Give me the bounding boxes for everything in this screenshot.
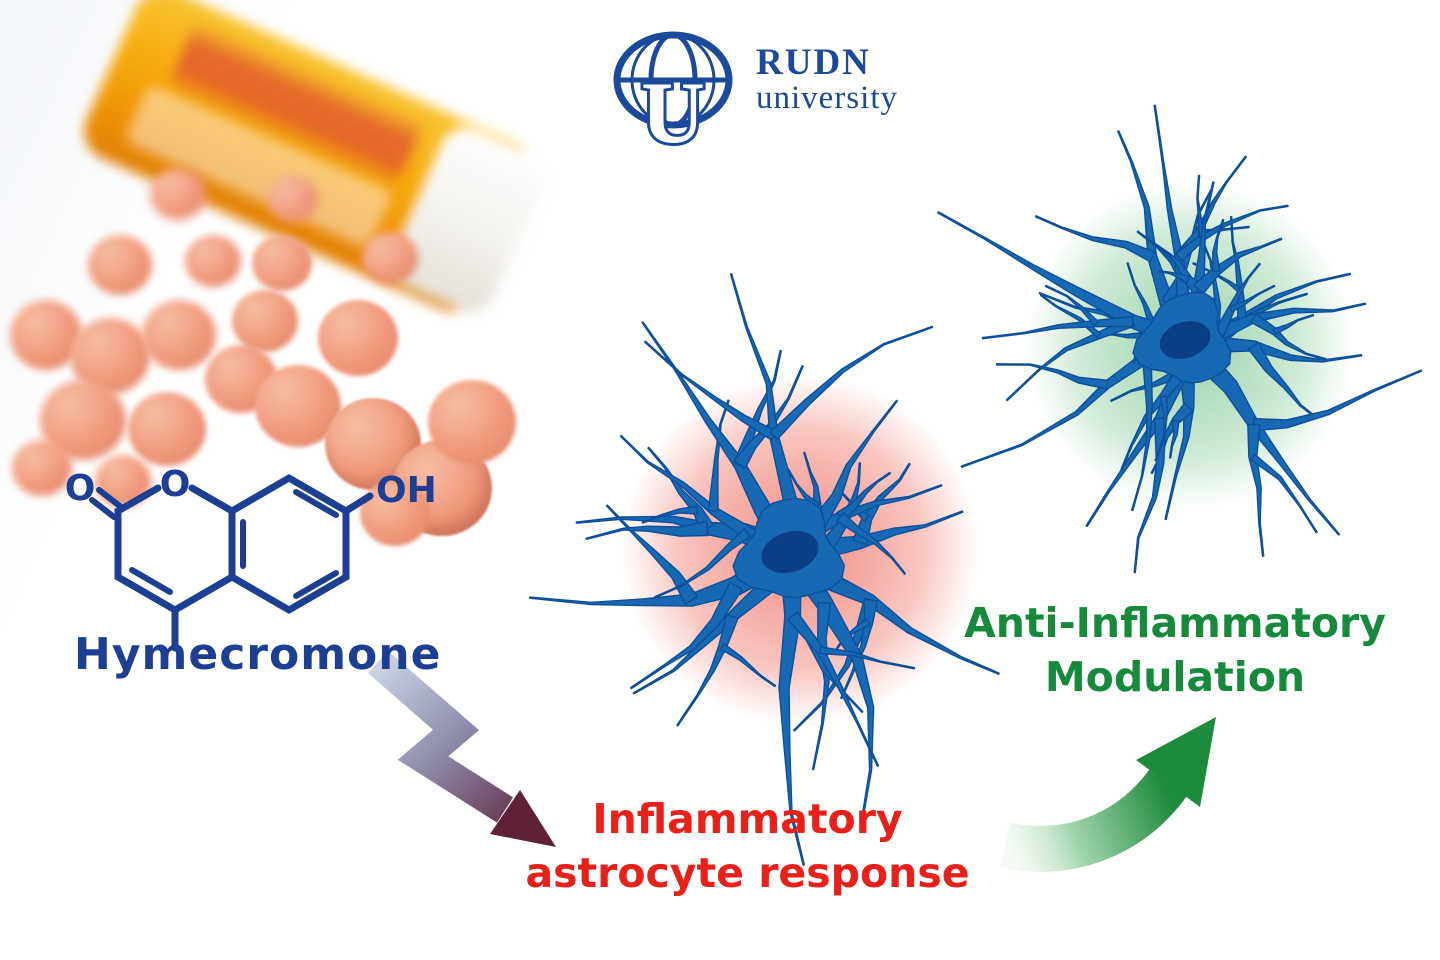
pill: [150, 168, 206, 220]
anti-inflammatory-caption-line2: Modulation: [1044, 653, 1306, 702]
molecule-name-label: Hymecromone: [74, 629, 442, 680]
hymecromone-structure: [89, 473, 374, 652]
pill: [232, 290, 298, 352]
inflammatory-caption-line1: Inflammatory: [592, 795, 903, 843]
pill: [142, 300, 216, 370]
rudn-globe-icon: U: [613, 31, 733, 154]
pill: [185, 235, 241, 287]
pill: [128, 392, 206, 466]
astrocyte-healthy-nucleus: [1159, 321, 1211, 359]
astrocyte-inflamed: [529, 273, 1000, 866]
astrocyte-healthy: [937, 104, 1423, 574]
astrocyte-inflamed-nucleus: [761, 530, 819, 574]
pill: [428, 380, 516, 464]
pill: [12, 440, 72, 496]
recovery-arrowhead: [1136, 717, 1216, 807]
pill: [360, 480, 430, 546]
anti-inflammatory-caption-line1: Anti-Inflammatory: [964, 599, 1386, 647]
pill: [88, 235, 152, 295]
hymecromone-atom-labels: O O OH: [65, 464, 437, 511]
carbonyl-oxygen-label: O: [65, 468, 96, 509]
logo-subtitle: university: [756, 80, 898, 116]
recovery-arrow: [1000, 717, 1216, 872]
pill: [318, 300, 398, 376]
globe-u-letter: U: [641, 65, 705, 154]
anti-inflammatory-caption: Anti-Inflammatory Modulation: [955, 596, 1395, 704]
inflammatory-caption: Inflammatory astrocyte response: [505, 792, 990, 900]
pill: [252, 235, 312, 291]
pill: [268, 176, 318, 222]
inflammatory-caption-line2: astrocyte response: [525, 849, 970, 898]
pill: [362, 232, 418, 284]
inflammatory-arrow: [368, 650, 556, 847]
logo-name: RUDN: [756, 42, 871, 83]
rudn-logo: U RUDN university: [608, 28, 898, 154]
ring-oxygen-label: O: [160, 464, 191, 505]
hydroxyl-label: OH: [376, 470, 437, 511]
inflammatory-arrowhead: [490, 790, 556, 847]
